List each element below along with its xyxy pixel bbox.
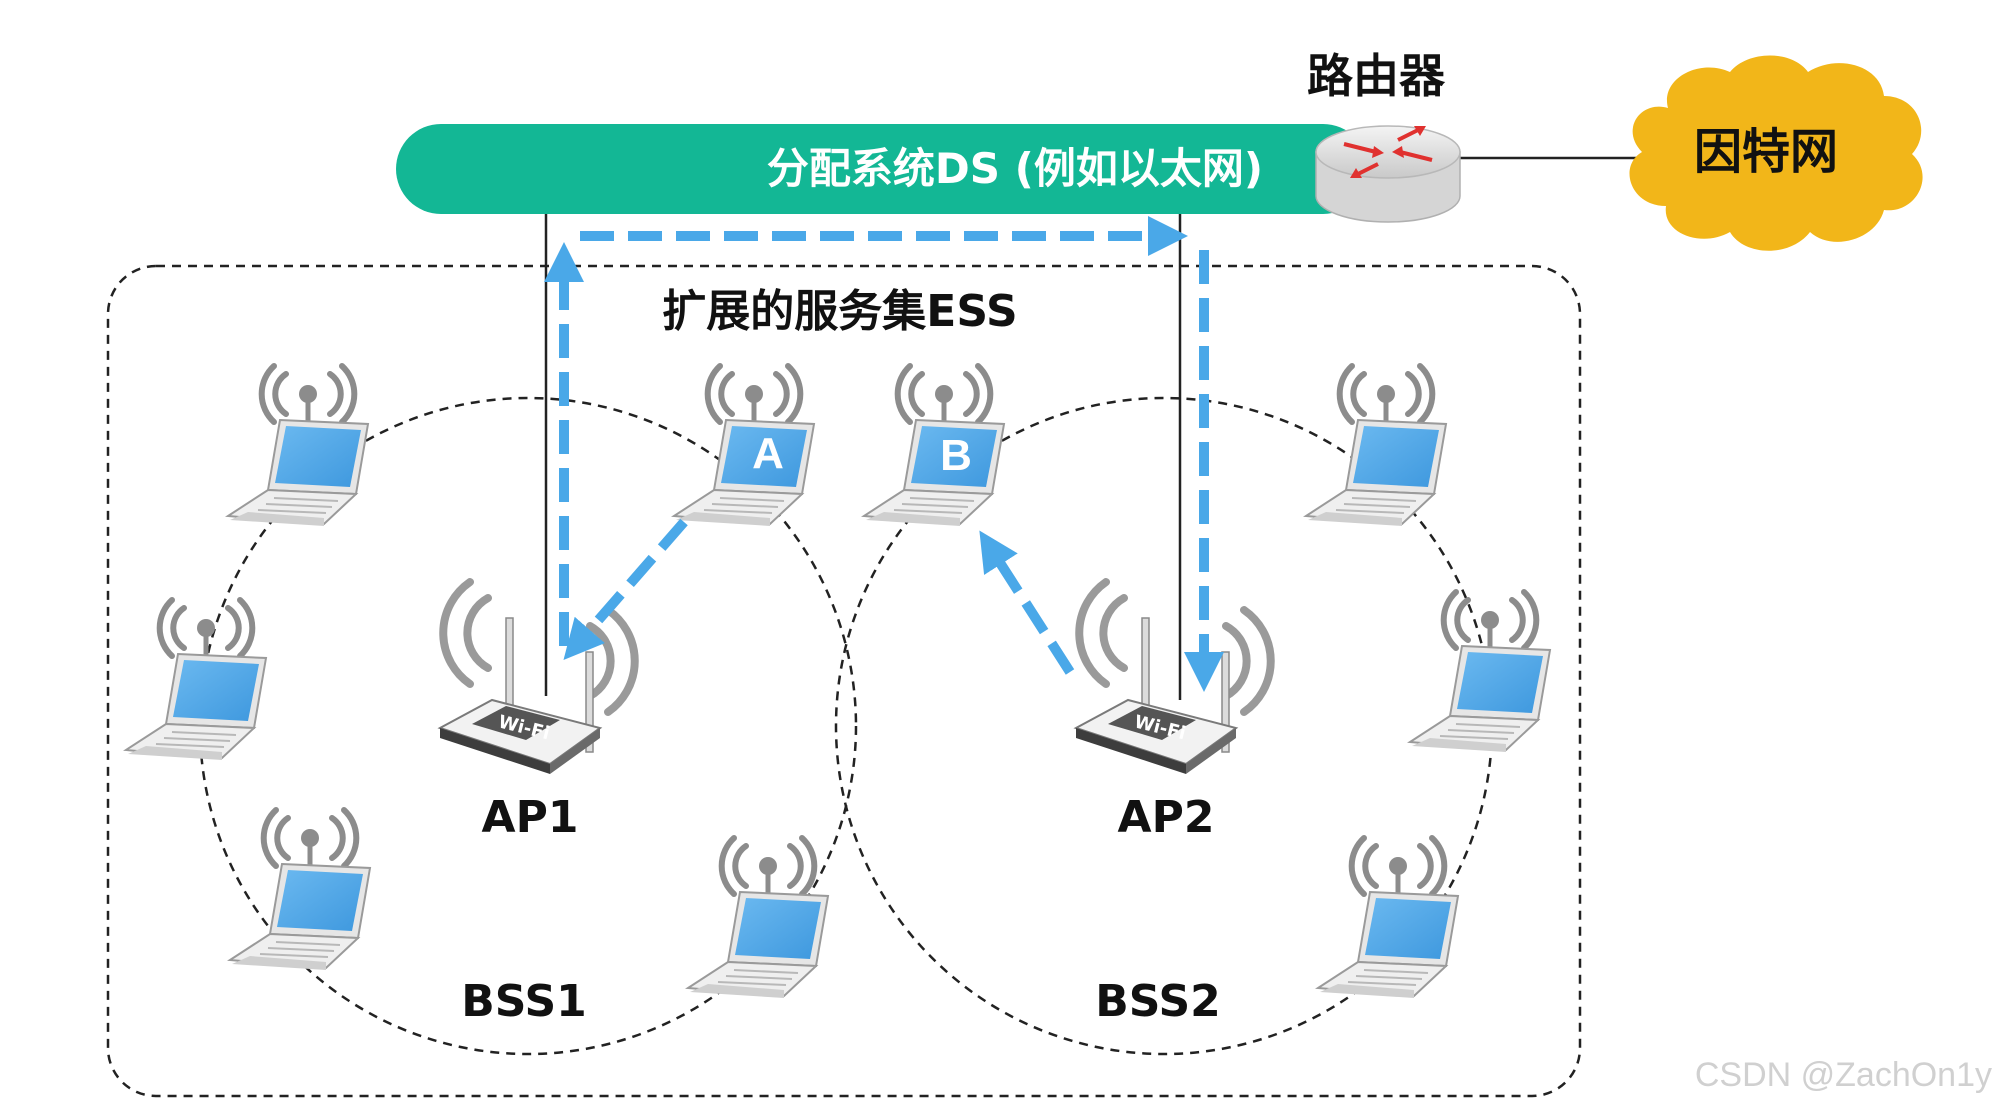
cloud-icon	[1629, 55, 1923, 251]
bss2-label: BSS2	[1095, 976, 1221, 1027]
station-a: A	[674, 366, 814, 526]
laptop-icon	[1318, 838, 1458, 998]
laptop-icon	[688, 838, 828, 998]
laptop-icon	[674, 366, 814, 526]
watermark: CSDN @ZachOn1y	[1695, 1056, 1992, 1094]
laptop-icon	[126, 600, 266, 760]
laptop-icon	[1410, 592, 1550, 752]
laptop-icon	[228, 366, 368, 526]
station-b-label: B	[940, 431, 972, 480]
ap1-label: AP1	[482, 792, 579, 843]
laptop-icon	[230, 810, 370, 970]
wifi-access-point-icon	[1076, 582, 1271, 774]
flow-ap2-to-b	[979, 530, 1075, 675]
internet-label: 因特网	[1694, 124, 1838, 180]
ess-label: 扩展的服务集ESS	[662, 286, 1017, 337]
router-label: 路由器	[1307, 49, 1446, 103]
distribution-system-label: 分配系统DS (例如以太网)	[767, 144, 1263, 193]
distribution-system-bar	[396, 124, 1368, 214]
router-icon	[1315, 125, 1461, 223]
laptop-icon	[864, 366, 1004, 526]
station-a-label: A	[752, 429, 784, 478]
ess-boundary	[106, 264, 1582, 1098]
station-b: B	[864, 366, 1004, 526]
flow-a-to-ap1	[563, 518, 688, 661]
laptop-icon	[1306, 366, 1446, 526]
bss1-label: BSS1	[461, 976, 587, 1027]
ap2-label: AP2	[1118, 792, 1215, 843]
